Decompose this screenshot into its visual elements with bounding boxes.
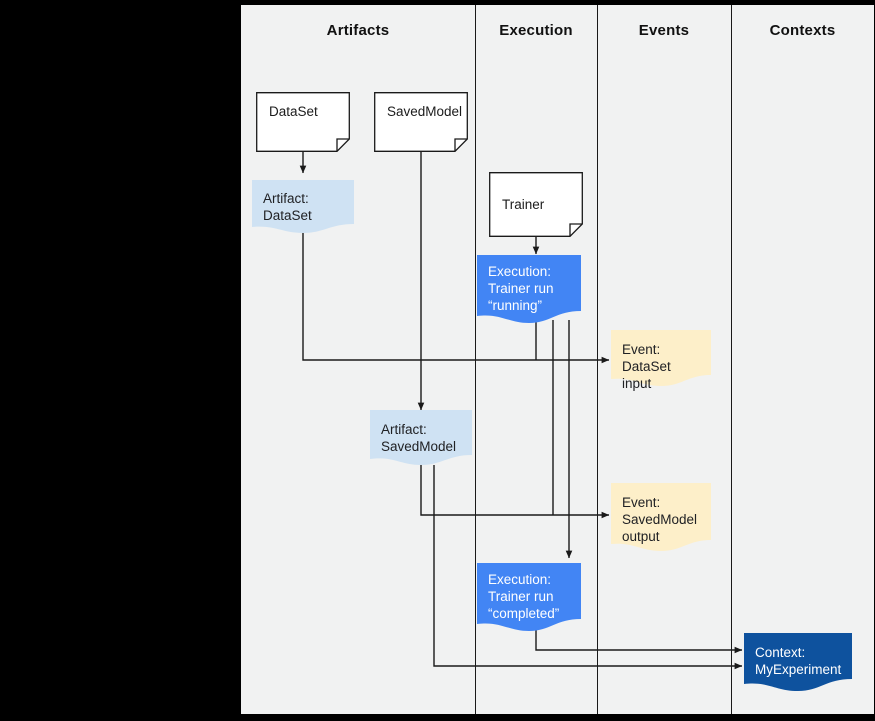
wave-note-shape bbox=[611, 483, 711, 551]
column-header-execution: Execution bbox=[499, 22, 573, 39]
node-label: Context: MyExperiment bbox=[755, 645, 842, 677]
document-fold-shape bbox=[256, 92, 350, 152]
node-dataset-type[interactable]: DataSet bbox=[256, 92, 350, 152]
edge-artifact-savedmodel-to-event-savedmodel-output bbox=[420, 465, 610, 519]
column-divider-events-contexts bbox=[731, 5, 732, 714]
node-label: Event: SavedModel output bbox=[622, 495, 698, 544]
diagram-panel: Artifacts Execution Events Contexts bbox=[241, 5, 874, 714]
edge-artifact-savedmodel-to-context bbox=[433, 465, 743, 670]
wave-note-shape bbox=[611, 330, 711, 386]
node-event-savedmodel-output[interactable]: Event: SavedModel output bbox=[611, 483, 711, 555]
wave-note-shape bbox=[252, 180, 354, 233]
node-label: DataSet bbox=[269, 104, 318, 119]
node-label: Artifact: DataSet bbox=[263, 191, 312, 223]
node-savedmodel-type[interactable]: SavedModel bbox=[374, 92, 468, 152]
wave-note-shape bbox=[744, 633, 852, 691]
node-label: Execution: Trainer run “completed” bbox=[488, 572, 560, 621]
edge-execution-completed-to-context bbox=[535, 625, 743, 654]
connector-layer bbox=[299, 152, 743, 670]
node-label: Event: DataSet input bbox=[622, 342, 671, 391]
node-artifact-savedmodel[interactable]: Artifact: SavedModel bbox=[370, 410, 472, 468]
column-header-artifacts: Artifacts bbox=[326, 22, 390, 39]
edge-artifact-dataset-to-event-dataset-input bbox=[302, 227, 610, 364]
column-header-events: Events bbox=[638, 22, 690, 39]
column-header-contexts: Contexts bbox=[769, 22, 836, 39]
wave-note-shape bbox=[477, 255, 581, 323]
document-fold-shape bbox=[374, 92, 468, 152]
wave-note-shape bbox=[477, 563, 581, 631]
node-event-dataset-input[interactable]: Event: DataSet input bbox=[611, 330, 711, 391]
node-execution-running[interactable]: Execution: Trainer run “running” bbox=[477, 255, 581, 327]
document-fold-shape bbox=[489, 172, 583, 237]
node-trainer-type[interactable]: Trainer bbox=[489, 172, 583, 237]
wave-note-shape bbox=[370, 410, 472, 465]
node-label: Execution: Trainer run “running” bbox=[488, 264, 554, 313]
node-artifact-dataset[interactable]: Artifact: DataSet bbox=[252, 180, 354, 235]
node-label: SavedModel bbox=[387, 104, 463, 119]
node-execution-completed[interactable]: Execution: Trainer run “completed” bbox=[477, 563, 581, 635]
node-label: Artifact: SavedModel bbox=[381, 422, 457, 454]
node-label: Trainer bbox=[502, 197, 545, 212]
node-context-myexperiment[interactable]: Context: MyExperiment bbox=[744, 633, 852, 695]
